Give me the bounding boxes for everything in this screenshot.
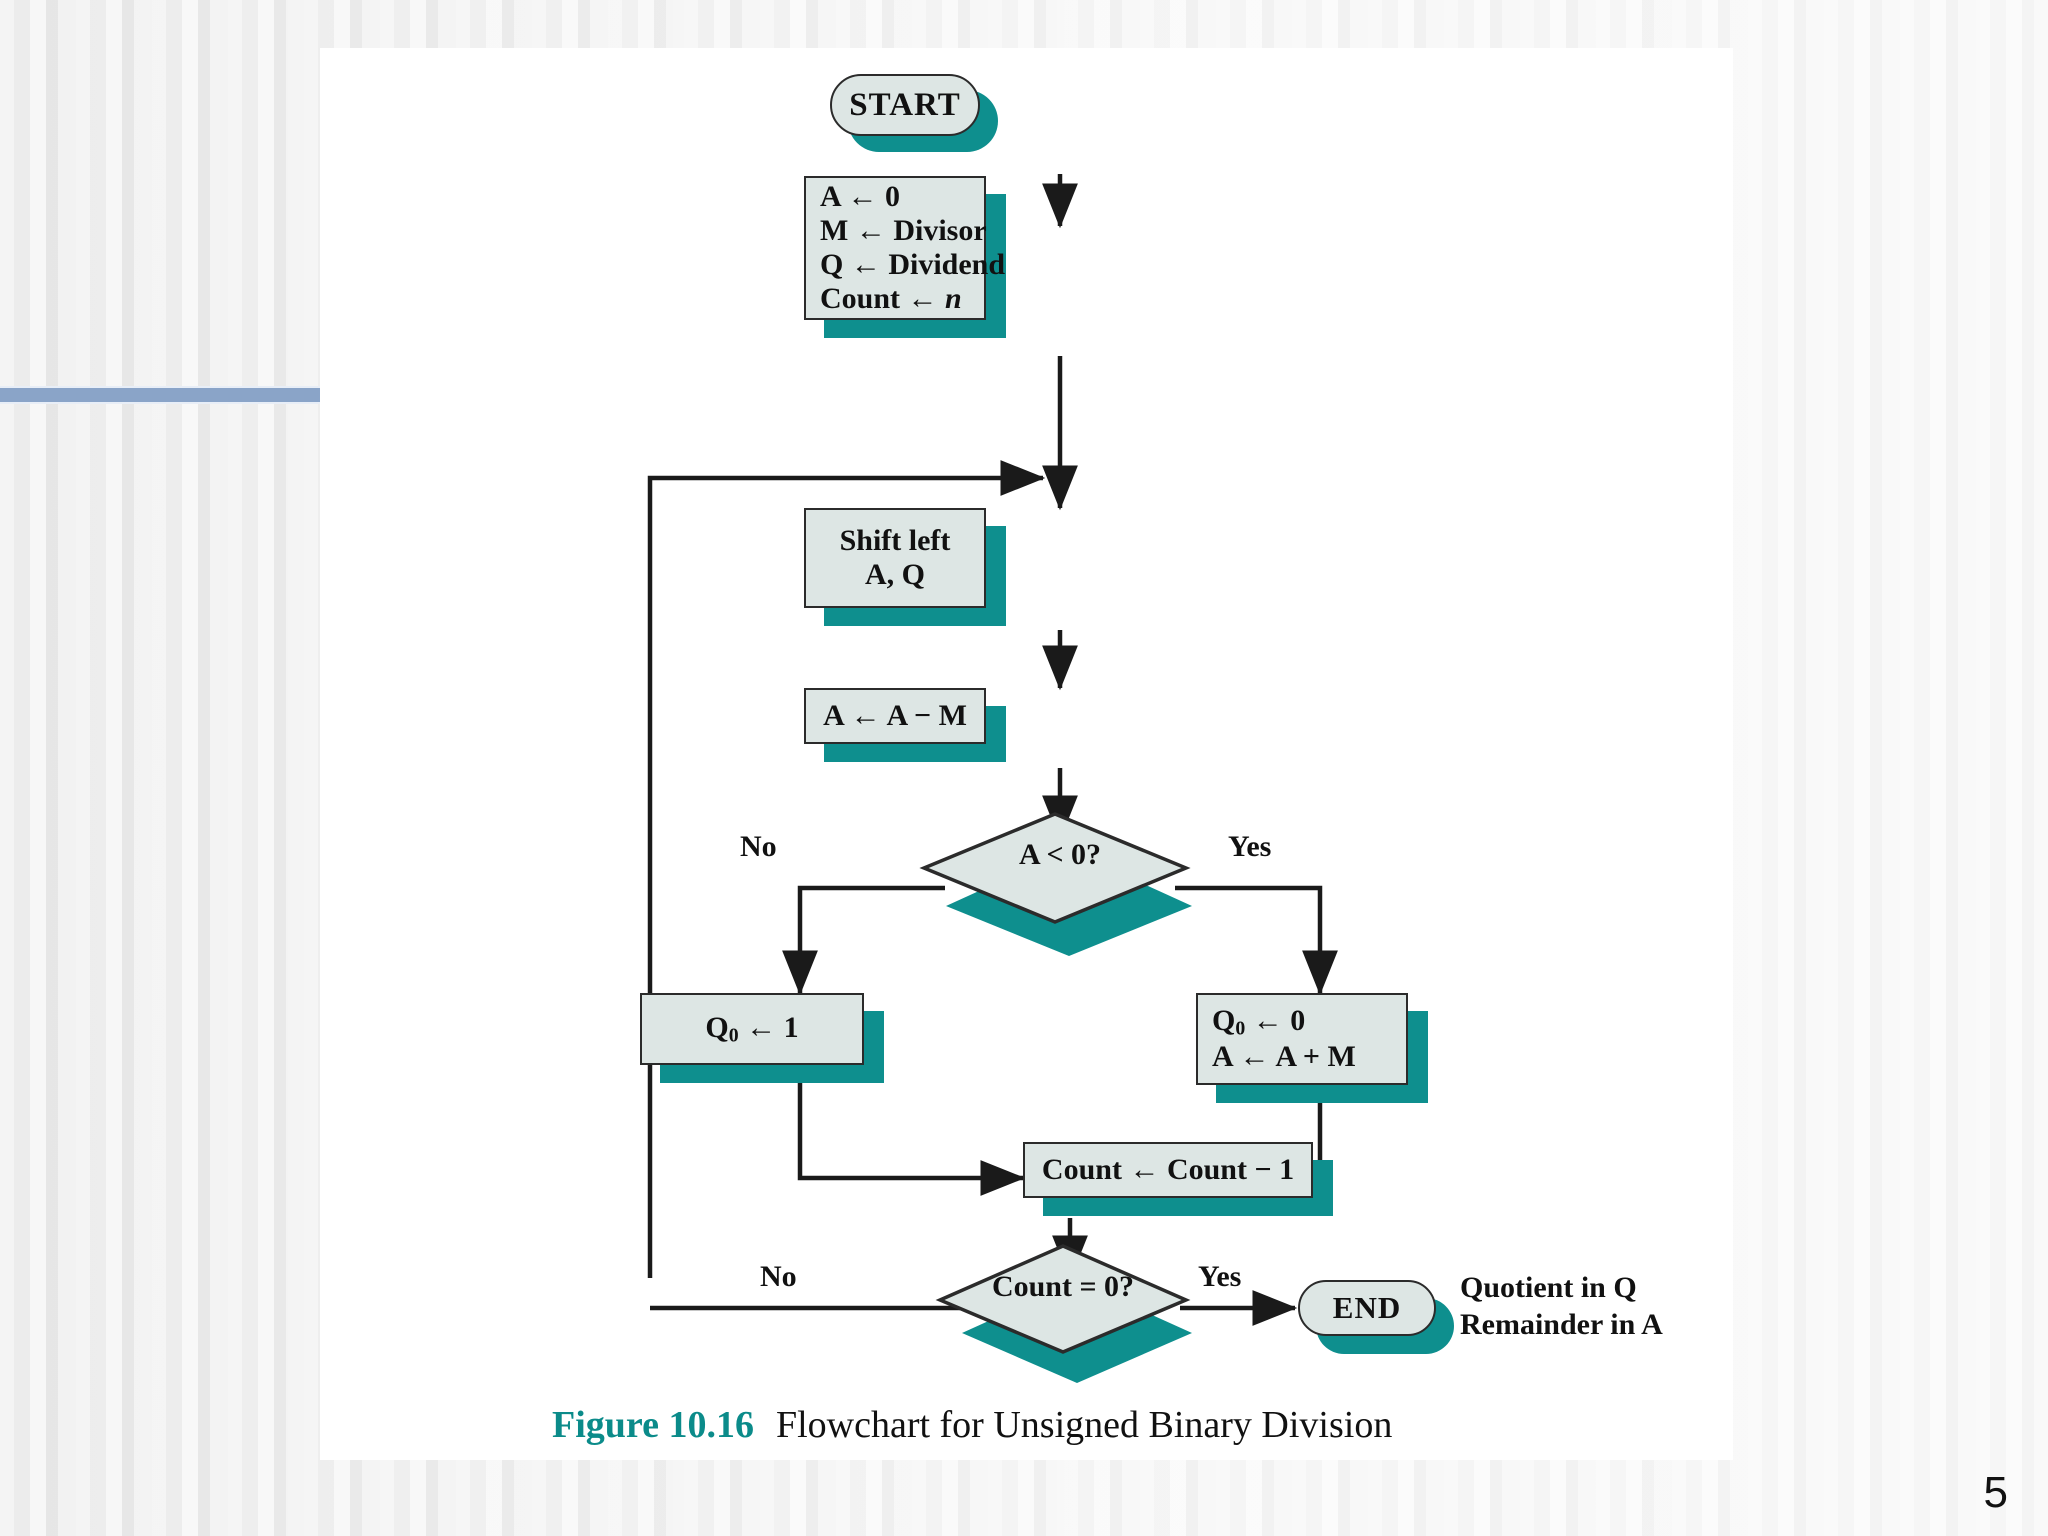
- edge-testneg-no: [782, 885, 945, 996]
- testneg-label: A < 0?: [1018, 838, 1102, 871]
- start-label: START: [849, 86, 961, 123]
- init-line-4-text: Count ←: [820, 282, 946, 316]
- end-label: END: [1332, 1290, 1402, 1325]
- testcount-label: Count = 0?: [991, 1270, 1135, 1303]
- sub-shape: A ← A − M: [804, 688, 986, 744]
- label-testcount-yes: Yes: [1198, 1260, 1242, 1293]
- shift-line-2: A, Q: [865, 558, 925, 591]
- shift-line-1: Shift left: [839, 523, 951, 557]
- restore-shape: Q0 ← 0 A ← A + M: [1196, 993, 1408, 1085]
- restore-sub: 0: [1235, 1017, 1246, 1040]
- result-note-line-2: Remainder in A: [1460, 1307, 1663, 1341]
- label-testcount-no: No: [760, 1260, 797, 1293]
- setq1-shape: Q0 ← 1: [640, 993, 864, 1065]
- flowchart: START A ← 0 M ← Divisor Q ← Dividend Cou…: [320, 48, 1733, 1460]
- label-testneg-no: No: [740, 830, 777, 863]
- init-line-3: Q ← Dividend: [820, 248, 1006, 281]
- deccount-shape: Count ← Count − 1: [1023, 1142, 1313, 1198]
- result-note: Quotient in Q Remainder in A: [1460, 1270, 1663, 1343]
- init-line-4: Count ← n: [820, 282, 984, 316]
- setq1-rest: ← 1: [738, 1011, 799, 1045]
- restore-q: Q: [1212, 1003, 1236, 1037]
- figure-caption-text: Flowchart for Unsigned Binary Division: [775, 1404, 1393, 1446]
- figure-number: Figure 10.16: [552, 1404, 754, 1446]
- start-shape: START: [830, 74, 980, 136]
- init-line-2: M ← Divisor: [820, 213, 987, 247]
- restore-line-2: A ← A + M: [1212, 1039, 1356, 1073]
- setq1-line-1: Q0 ← 1: [705, 1011, 798, 1047]
- testcount-shape: [935, 1244, 1191, 1354]
- end-shape: END: [1298, 1280, 1436, 1336]
- setq1-sub: 0: [728, 1024, 739, 1047]
- restore-line-1: Q0 ← 0: [1212, 1004, 1406, 1040]
- setq1-q: Q: [705, 1011, 729, 1045]
- restore-rest: ← 0: [1245, 1003, 1306, 1037]
- init-line-1: A ← 0: [820, 179, 901, 213]
- init-shape: A ← 0 M ← Divisor Q ← Dividend Count ← n: [804, 176, 1006, 320]
- deccount-line-1: Count ← Count − 1: [1041, 1152, 1295, 1186]
- result-note-line-1: Quotient in Q: [1460, 1271, 1637, 1304]
- accent-bar: [0, 386, 322, 404]
- testneg-shape: [919, 812, 1191, 924]
- edge-setq1-deccount: [797, 1083, 1026, 1196]
- sub-line-1: A ← A − M: [823, 698, 967, 732]
- edge-testneg-yes: [1175, 885, 1338, 996]
- figure-caption: Figure 10.16 Flowchart for Unsigned Binar…: [552, 1403, 1392, 1447]
- label-testneg-yes: Yes: [1228, 830, 1272, 863]
- init-line-4-var: n: [945, 282, 962, 316]
- shift-shape: Shift left A, Q: [804, 508, 986, 608]
- page-number: 5: [1983, 1468, 2008, 1517]
- figure-panel: START A ← 0 M ← Divisor Q ← Dividend Cou…: [320, 48, 1733, 1460]
